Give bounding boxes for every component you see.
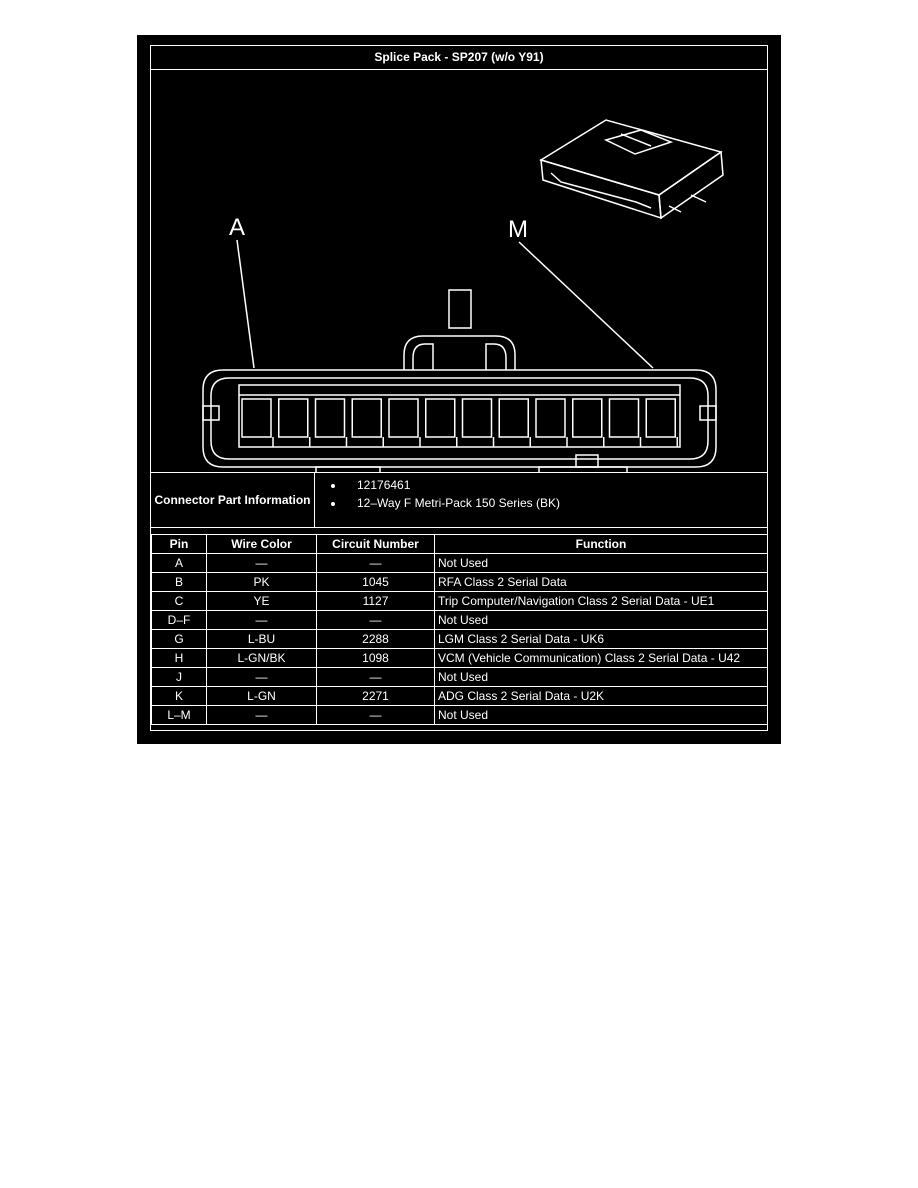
table-header-row: Pin Wire Color Circuit Number Function (151, 534, 768, 554)
cell-circuit-number: — (316, 667, 435, 687)
cell-wire-color: — (206, 705, 317, 725)
cell-wire-color: L-GN (206, 686, 317, 706)
cell-function: ADG Class 2 Serial Data - U2K (434, 686, 768, 706)
connector-frame: Splice Pack - SP207 (w/o Y91) (150, 45, 768, 731)
cell-pin: C (151, 591, 207, 611)
pin-m-callout: M (508, 216, 528, 243)
cell-pin: K (151, 686, 207, 706)
cell-circuit-number: 2288 (316, 629, 435, 649)
header-wire-color: Wire Color (206, 534, 317, 554)
cavity (425, 398, 456, 438)
cell-wire-color: — (206, 610, 317, 630)
cavity (608, 398, 640, 438)
cell-wire-color: L-GN/BK (206, 648, 317, 668)
cavity (461, 398, 493, 438)
part-number: 12176461 (345, 476, 560, 494)
table-row: D–F——Not Used (151, 610, 768, 630)
header-function: Function (434, 534, 768, 554)
cavity (388, 398, 419, 438)
cavity (572, 398, 603, 438)
cell-pin: L–M (151, 705, 207, 725)
cavity (535, 398, 566, 438)
cell-wire-color: L-BU (206, 629, 317, 649)
connector-part-info: Connector Part Information 12176461 12–W… (151, 472, 767, 528)
cell-wire-color: — (206, 553, 317, 573)
cell-pin: J (151, 667, 207, 687)
header-pin: Pin (151, 534, 207, 554)
cavity (351, 398, 382, 438)
cavity (278, 398, 309, 438)
cell-circuit-number: — (316, 553, 435, 573)
cell-function: LGM Class 2 Serial Data - UK6 (434, 629, 768, 649)
cavity (241, 398, 272, 438)
cell-wire-color: — (206, 667, 317, 687)
cell-pin: D–F (151, 610, 207, 630)
cell-pin: G (151, 629, 207, 649)
cell-wire-color: PK (206, 572, 317, 592)
document-page: Splice Pack - SP207 (w/o Y91) (137, 35, 781, 744)
cell-function: Trip Computer/Navigation Class 2 Serial … (434, 591, 768, 611)
cavity (314, 398, 346, 438)
table-row: J——Not Used (151, 667, 768, 687)
part-description: 12–Way F Metri-Pack 150 Series (BK) (345, 494, 560, 512)
cell-circuit-number: 1045 (316, 572, 435, 592)
cell-pin: A (151, 553, 207, 573)
cell-pin: H (151, 648, 207, 668)
pinout-table: Pin Wire Color Circuit Number Function A… (151, 534, 768, 725)
cell-function: Not Used (434, 553, 768, 573)
connector-part-info-label: Connector Part Information (151, 473, 315, 527)
cell-circuit-number: — (316, 705, 435, 725)
cell-function: VCM (Vehicle Communication) Class 2 Seri… (434, 648, 768, 668)
cell-circuit-number: — (316, 610, 435, 630)
cell-function: Not Used (434, 610, 768, 630)
connector-part-list: 12176461 12–Way F Metri-Pack 150 Series … (329, 476, 560, 512)
cavity (645, 398, 676, 438)
cell-circuit-number: 2271 (316, 686, 435, 706)
cell-wire-color: YE (206, 591, 317, 611)
cell-function: Not Used (434, 667, 768, 687)
connector-diagram: A M (202, 119, 724, 472)
cell-circuit-number: 1127 (316, 591, 435, 611)
cell-pin: B (151, 572, 207, 592)
header-circuit-number: Circuit Number (316, 534, 435, 554)
cell-function: RFA Class 2 Serial Data (434, 572, 768, 592)
table-row: L–M——Not Used (151, 705, 768, 725)
page-title: Splice Pack - SP207 (w/o Y91) (151, 46, 767, 70)
table-row: A——Not Used (151, 553, 768, 573)
cavity (498, 398, 529, 438)
cell-function: Not Used (434, 705, 768, 725)
connector-3d-icon (539, 119, 724, 220)
pin-a-callout: A (229, 214, 245, 241)
cavity-row (241, 398, 678, 447)
cell-circuit-number: 1098 (316, 648, 435, 668)
